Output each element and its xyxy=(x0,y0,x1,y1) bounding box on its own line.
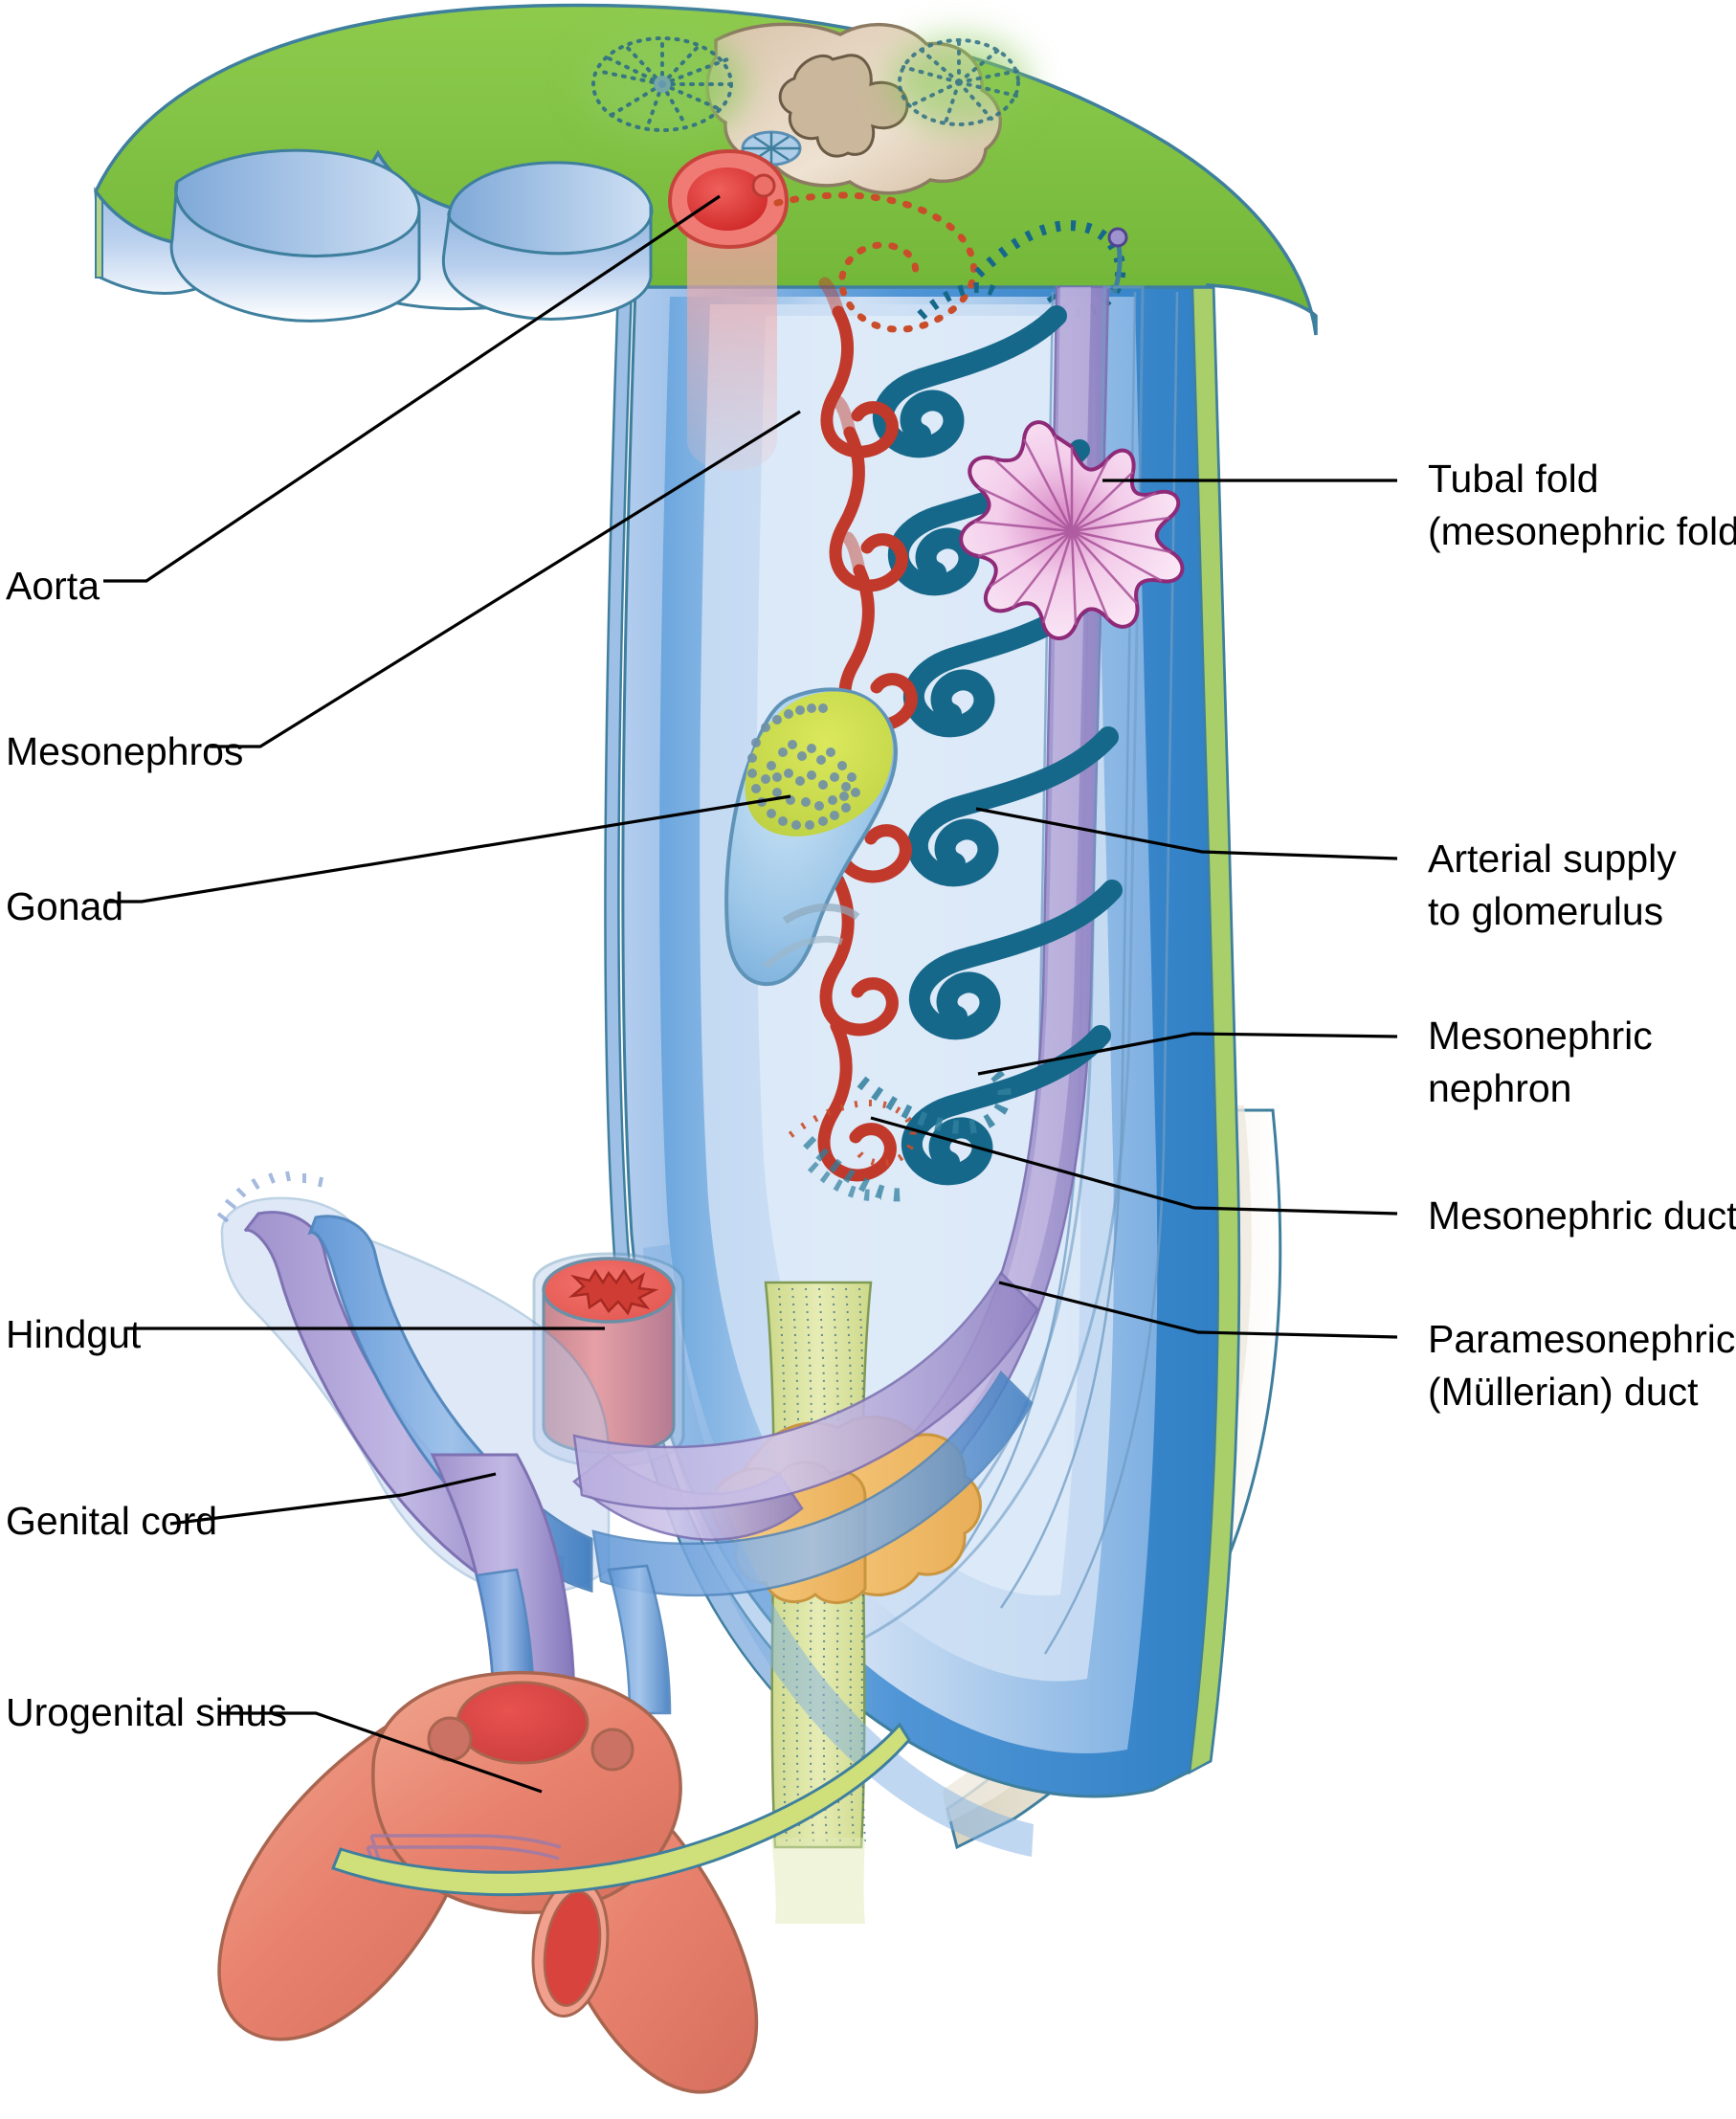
label-arterial-supply-line1: Arterial supply xyxy=(1428,836,1677,881)
label-mesonephric-nephron-line2: nephron xyxy=(1428,1066,1572,1110)
primitive-tubule-dotted xyxy=(917,220,1126,321)
label-mesonephros: Mesonephros xyxy=(6,729,244,773)
urogenital-sinus xyxy=(217,1670,911,2094)
leader-arterial-supply xyxy=(975,807,1398,860)
aorta xyxy=(667,148,790,471)
leader-urogenital-sinus xyxy=(218,1711,543,1794)
paramesonephric-duct-origin xyxy=(1107,227,1128,248)
gonad xyxy=(724,687,898,987)
leader-mesonephros xyxy=(210,410,801,748)
fimbria xyxy=(959,420,1185,640)
genital-cord xyxy=(216,1171,1039,1715)
leader-lines xyxy=(103,194,1398,1794)
label-paramesonephric-duct-line2: (Müllerian) duct xyxy=(1428,1370,1699,1414)
label-mesonephric-nephron-line1: Mesonephric xyxy=(1428,1014,1653,1058)
label-tubal-fold-line1: Tubal fold xyxy=(1428,457,1599,501)
aorta-dotted-branch xyxy=(773,191,977,333)
label-paramesonephric-duct-line1: Paramesonephric xyxy=(1428,1317,1736,1361)
leader-paramesonephric-duct xyxy=(998,1281,1398,1339)
hindgut xyxy=(532,1252,685,1468)
leader-mesonephric-nephron xyxy=(977,1032,1398,1076)
body-wall-cut-bays xyxy=(169,148,654,323)
leader-aorta xyxy=(103,194,721,583)
label-aorta: Aorta xyxy=(6,564,100,608)
label-tubal-fold-line2: (mesonephric fold) xyxy=(1428,509,1736,553)
somite-whorl-right xyxy=(890,36,1028,128)
label-mesonephric-duct: Mesonephric duct xyxy=(1428,1193,1736,1238)
somite-whorl xyxy=(582,31,743,138)
leader-gonad xyxy=(105,794,791,903)
label-urogenital-sinus: Urogenital sinus xyxy=(6,1690,287,1734)
leader-genital-cord xyxy=(169,1472,497,1526)
degenerating-tubules xyxy=(788,1069,1012,1202)
label-arterial-supply-line2: to glomerulus xyxy=(1428,889,1664,933)
leader-mesonephric-duct xyxy=(870,1116,1398,1216)
label-genital-cord: Genital cord xyxy=(6,1499,218,1543)
label-hindgut: Hindgut xyxy=(6,1312,142,1356)
label-gonad: Gonad xyxy=(6,884,124,928)
